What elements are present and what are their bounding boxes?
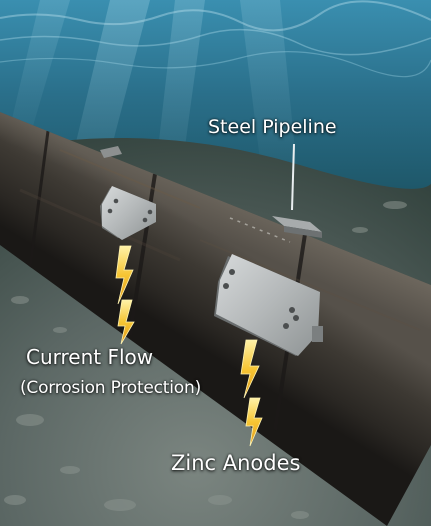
steel-pipeline-label: Steel Pipeline [208,116,337,138]
seabed-rocks [4,201,407,519]
corrosion-protection-label: (Corrosion Protection) [20,378,202,398]
steel-pipeline-leader-line [291,143,295,211]
lightning-bolt-icon [115,245,135,345]
zinc-anodes-label: Zinc Anodes [171,451,301,475]
zinc-anode-plate [214,254,323,356]
current-flow-label: Current Flow [26,345,154,369]
zinc-anode-plate [100,186,156,240]
lightning-bolt-icon [240,339,263,447]
